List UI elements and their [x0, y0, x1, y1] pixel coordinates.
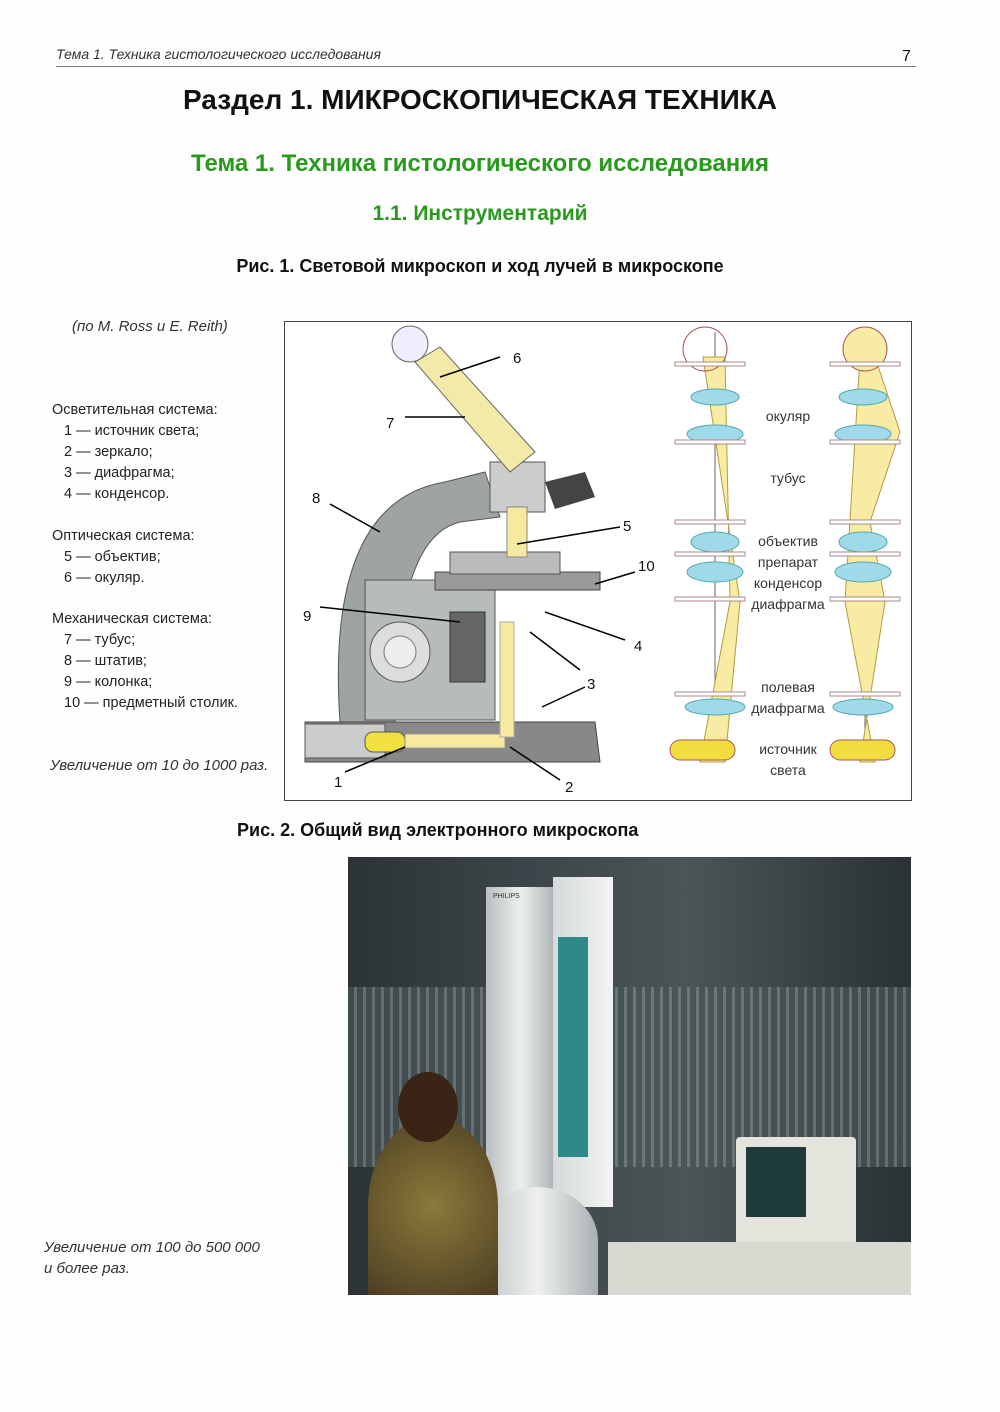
callout-6: 6	[513, 350, 522, 367]
callout-7: 7	[386, 415, 395, 432]
objective	[506, 506, 528, 558]
label-field: полевая	[761, 679, 815, 695]
legend-item: 1 — источник света;	[64, 423, 200, 439]
legend-group-title: Оптическая система:	[52, 528, 195, 544]
callout-8: 8	[312, 490, 321, 507]
label-specimen: препарат	[757, 554, 819, 570]
brand-label: PHILIPS	[493, 893, 520, 900]
electron-microscope-photo: PHILIPS	[348, 857, 911, 1295]
label-objective: объектив	[758, 533, 818, 549]
coarse-adjustment	[449, 611, 486, 683]
ray-path-left	[699, 356, 741, 763]
legend-item: 5 — объектив;	[64, 549, 161, 565]
legend-group-title: Осветительная система:	[52, 402, 218, 418]
figure2-magnification: Увеличение от 100 до 500 000 и более раз…	[44, 1237, 260, 1279]
stage	[434, 571, 601, 591]
operator-head	[398, 1072, 458, 1142]
microscope-base	[478, 1187, 598, 1295]
ray-path-right	[844, 356, 901, 763]
subsection-title: 1.1. Инструментарий	[372, 202, 588, 225]
figure1-caption: Рис. 1. Световой микроскоп и ход лучей в…	[236, 256, 724, 276]
tube	[414, 346, 536, 473]
light-path	[404, 733, 506, 749]
label-eyepiece: окуляр	[765, 408, 811, 424]
legend-group-title: Механическая система:	[52, 611, 212, 627]
callout-4: 4	[634, 638, 643, 655]
microscope-illustration	[304, 325, 901, 781]
topic-title: Тема 1. Техника гистологического исследо…	[190, 150, 770, 177]
legend-item: 4 — конденсор.	[64, 486, 170, 502]
magnification-line: и более раз.	[44, 1260, 130, 1277]
legend-item: 10 — предметный столик.	[64, 695, 238, 711]
label-tube: тубус	[770, 470, 806, 486]
operator	[368, 1117, 498, 1295]
light-source-right	[829, 739, 896, 761]
legend-item: 2 — зеркало;	[64, 444, 153, 460]
running-header: Тема 1. Техника гистологического исследо…	[56, 46, 381, 62]
callout-2: 2	[565, 779, 574, 796]
page-number: 7	[902, 48, 911, 65]
legend-illumination: Осветительная система: 1 — источник свет…	[52, 400, 218, 505]
callout-10: 10	[638, 558, 655, 575]
legend-item: 7 — тубус;	[64, 632, 136, 648]
header-rule	[56, 66, 916, 67]
legend-item: 9 — колонка;	[64, 674, 153, 690]
callout-5: 5	[623, 518, 632, 535]
label-source: источник	[759, 741, 817, 757]
label-light: света	[770, 762, 806, 778]
eyepiece	[391, 325, 429, 363]
objective-turret	[545, 472, 595, 509]
legend-item: 3 — диафрагма;	[64, 465, 175, 481]
figure1-magnification: Увеличение от 10 до 1000 раз.	[50, 757, 269, 774]
monitor-screen	[746, 1147, 806, 1217]
callout-9: 9	[303, 608, 312, 625]
legend-item: 6 — окуляр.	[64, 570, 145, 586]
label-condenser: конденсор	[753, 575, 823, 591]
legend-mechanical: Механическая система: 7 — тубус; 8 — шта…	[52, 609, 238, 714]
light-source-left	[669, 739, 736, 761]
figure2-caption: Рис. 2. Общий вид электронного микроскоп…	[237, 820, 639, 840]
nosepiece	[489, 461, 546, 513]
label-diaphragm: диафрагма	[751, 596, 825, 612]
callout-3: 3	[587, 676, 596, 693]
label-field-diaphragm: диафрагма	[751, 700, 825, 716]
legend-item: 8 — штатив;	[64, 653, 147, 669]
console-desk	[608, 1242, 911, 1295]
callout-1: 1	[334, 774, 343, 791]
figure1-source: (по M. Ross и E. Reith)	[72, 318, 228, 335]
legend-optical: Оптическая система: 5 — объектив; 6 — ок…	[52, 526, 195, 589]
magnification-line: Увеличение от 100 до 500 000	[44, 1239, 260, 1256]
section-title: Раздел 1. МИКРОСКОПИЧЕСКАЯ ТЕХНИКА	[182, 84, 778, 115]
microscope-figure: 1 2 3 4 5 6 7 8 9 10 окуляр тубус объект…	[284, 321, 912, 801]
teal-panel	[558, 937, 588, 1157]
